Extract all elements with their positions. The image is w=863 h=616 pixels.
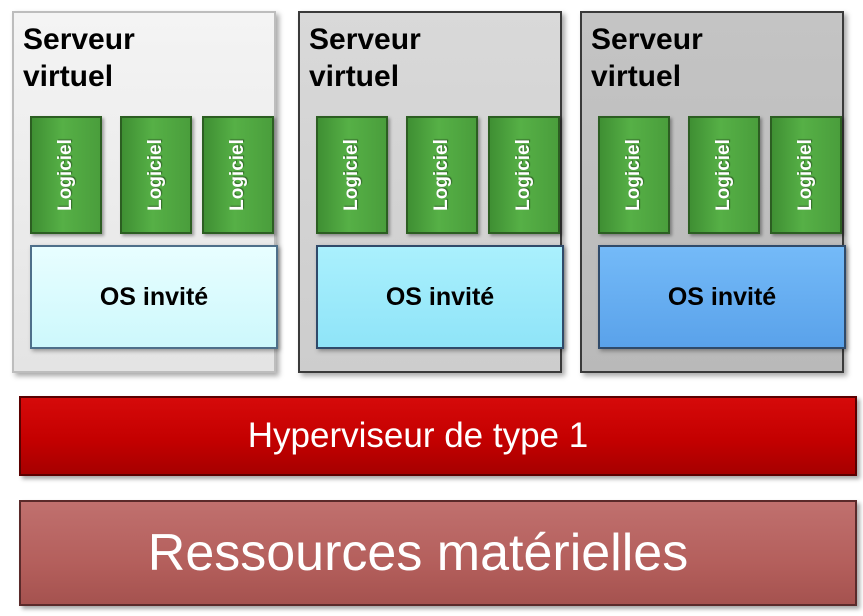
guest-os-box: OS invité bbox=[30, 245, 278, 349]
software-label: Logiciel bbox=[341, 139, 362, 211]
hardware-resources-label: Ressources matérielles bbox=[147, 524, 689, 582]
guest-os-box: OS invité bbox=[598, 245, 846, 349]
software-label: Logiciel bbox=[713, 139, 734, 211]
software-label: Logiciel bbox=[623, 139, 644, 211]
software-box: Logiciel bbox=[770, 116, 842, 234]
guest-os-label: OS invité bbox=[99, 282, 209, 311]
guest-os-label: OS invité bbox=[667, 282, 777, 311]
software-group: Logiciel Logiciel Logiciel bbox=[316, 116, 560, 234]
software-box: Logiciel bbox=[120, 116, 192, 234]
virtual-server-1: Serveur virtuel Logiciel Logiciel Logici… bbox=[12, 11, 278, 373]
software-box: Logiciel bbox=[30, 116, 102, 234]
guest-os-label: OS invité bbox=[385, 282, 495, 311]
hypervisor-label: Hyperviseur de type 1 bbox=[247, 416, 589, 455]
virtual-server-title: Serveur virtuel bbox=[591, 23, 703, 93]
software-box: Logiciel bbox=[688, 116, 760, 234]
virtual-server-3: Serveur virtuel Logiciel Logiciel Logici… bbox=[580, 11, 846, 373]
software-box: Logiciel bbox=[406, 116, 478, 234]
virtual-server-2: Serveur virtuel Logiciel Logiciel Logici… bbox=[298, 11, 564, 373]
software-label: Logiciel bbox=[795, 139, 816, 211]
software-group: Logiciel Logiciel Logiciel bbox=[598, 116, 842, 234]
software-group: Logiciel Logiciel Logiciel bbox=[30, 116, 274, 234]
software-box: Logiciel bbox=[598, 116, 670, 234]
hypervisor-layer: Hyperviseur de type 1 bbox=[19, 396, 857, 476]
guest-os-box: OS invité bbox=[316, 245, 564, 349]
software-box: Logiciel bbox=[202, 116, 274, 234]
virtual-server-title: Serveur virtuel bbox=[309, 23, 421, 93]
software-label: Logiciel bbox=[55, 139, 76, 211]
software-label: Logiciel bbox=[513, 139, 534, 211]
software-label: Logiciel bbox=[431, 139, 452, 211]
software-label: Logiciel bbox=[227, 139, 248, 211]
software-box: Logiciel bbox=[488, 116, 560, 234]
software-box: Logiciel bbox=[316, 116, 388, 234]
hardware-resources-layer: Ressources matérielles bbox=[19, 500, 857, 606]
virtual-server-title: Serveur virtuel bbox=[23, 23, 135, 93]
software-label: Logiciel bbox=[145, 139, 166, 211]
